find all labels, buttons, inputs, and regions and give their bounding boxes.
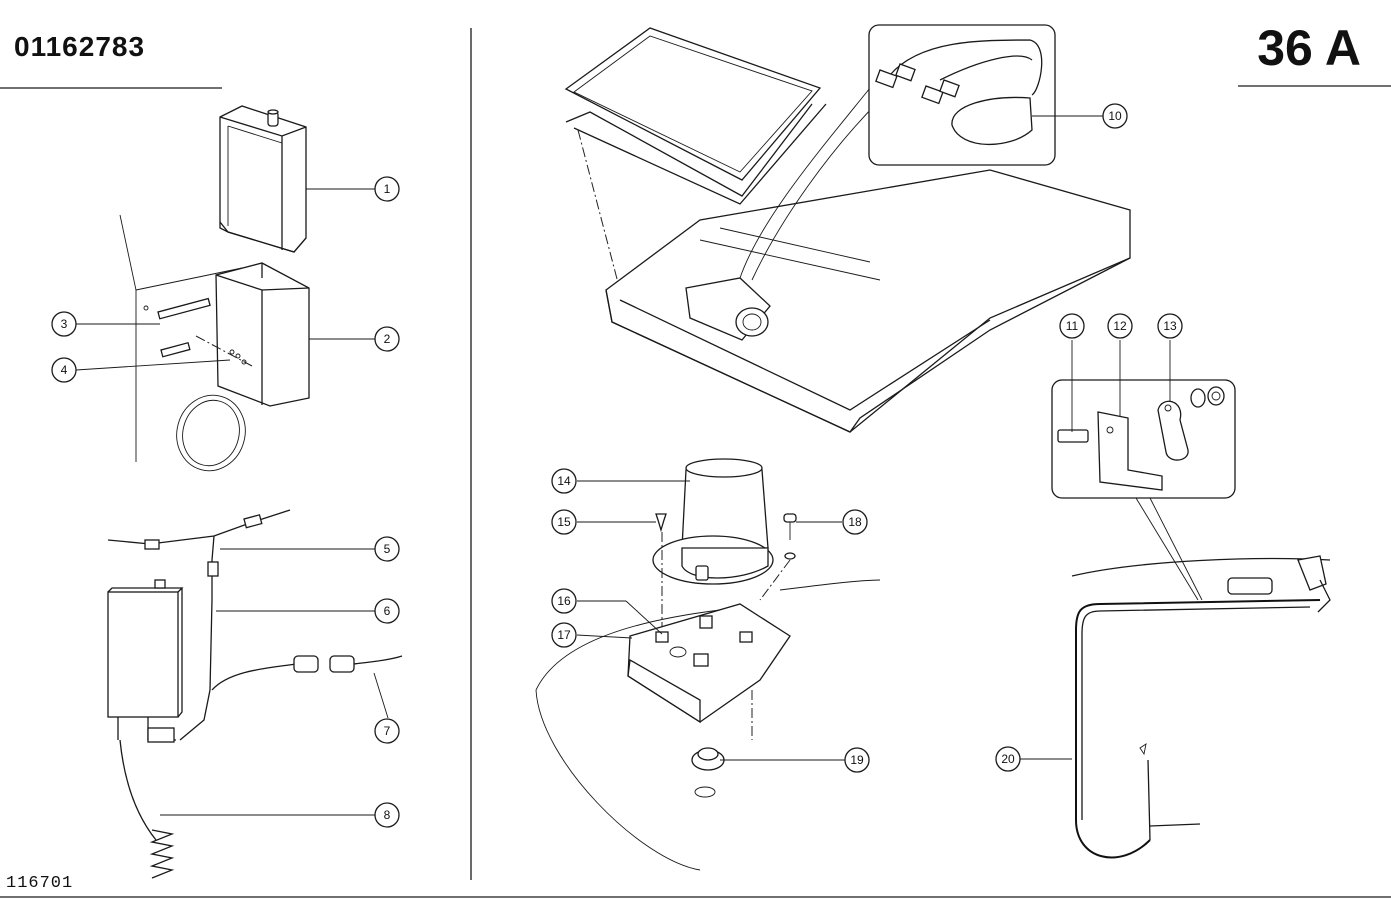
svg-text:13: 13 [1163, 319, 1177, 333]
sheet-frame [0, 28, 1391, 898]
callout-13: 13 [1157, 313, 1183, 339]
svg-text:2: 2 [384, 332, 391, 346]
svg-text:6: 6 [384, 604, 391, 618]
part-number: 01162783 [14, 31, 146, 62]
part-2-mounting-bracket [119, 214, 310, 472]
callout-11: 11 [1059, 313, 1085, 339]
svg-text:20: 20 [1001, 752, 1015, 766]
svg-text:19: 19 [850, 753, 864, 767]
part-5-8-power-unit-wiring [107, 509, 403, 879]
callout-2: 2 [374, 326, 400, 352]
drawing-number: 116701 [6, 874, 74, 893]
svg-text:1: 1 [384, 182, 391, 196]
callout-18: 18 [842, 509, 868, 535]
svg-text:18: 18 [848, 515, 862, 529]
callout-15: 15 [551, 509, 577, 535]
callout-1: 1 [374, 176, 400, 202]
part-1-housing-cover [219, 105, 307, 253]
part-15-18-screws [655, 513, 797, 740]
callout-5: 5 [374, 536, 400, 562]
callout-6: 6 [374, 598, 400, 624]
svg-text:8: 8 [384, 808, 391, 822]
svg-text:14: 14 [557, 474, 571, 488]
callout-17: 17 [551, 622, 577, 648]
callout-3: 3 [51, 311, 77, 337]
part-20-cable-harness [1071, 555, 1331, 859]
svg-text:10: 10 [1108, 109, 1122, 123]
svg-text:7: 7 [384, 724, 391, 738]
leader-lines [75, 115, 1171, 816]
part-4-washers [229, 349, 247, 365]
callout-20: 20 [995, 746, 1021, 772]
part-19-grommet [691, 747, 725, 798]
callout-16: 16 [551, 588, 577, 614]
svg-text:5: 5 [384, 542, 391, 556]
callout-8: 8 [374, 802, 400, 828]
svg-text:4: 4 [61, 363, 68, 377]
part-3-bolts [143, 297, 211, 358]
callout-7: 7 [374, 718, 400, 744]
callout-19: 19 [844, 747, 870, 773]
part-14-antenna [652, 458, 774, 585]
part-11-13-clamp-detail-box [1051, 379, 1236, 601]
part-9-roof-panel [564, 27, 1131, 433]
part-10-antenna-detail-box [868, 24, 1056, 166]
page-reference: 36 A [1257, 20, 1361, 76]
svg-text:16: 16 [557, 594, 571, 608]
svg-text:11: 11 [1066, 319, 1079, 333]
svg-text:3: 3 [61, 317, 68, 331]
callout-10: 10 [1102, 103, 1128, 129]
callout-4: 4 [51, 357, 77, 383]
callout-12: 12 [1107, 313, 1133, 339]
callout-14: 14 [551, 468, 577, 494]
svg-text:15: 15 [557, 515, 571, 529]
part-16-17-base-plate [535, 579, 881, 871]
svg-text:17: 17 [557, 628, 571, 642]
svg-text:12: 12 [1113, 319, 1127, 333]
